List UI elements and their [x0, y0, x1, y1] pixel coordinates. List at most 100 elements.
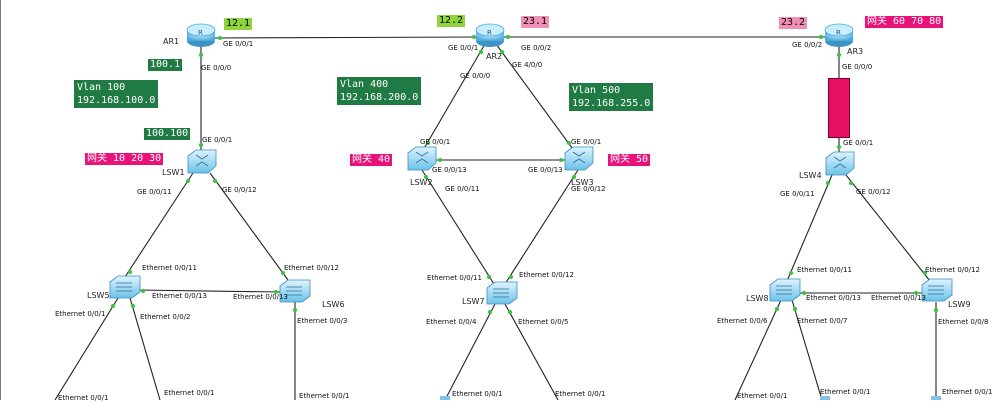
device-label-lsw8: LSW8 [746, 294, 769, 303]
pc-icon [440, 396, 450, 400]
pc-icon [820, 396, 830, 400]
port-label: Ethernet 0/0/12 [925, 266, 980, 274]
port-label: GE 0/0/13 [432, 166, 467, 174]
ip-tag-12-2: 12.2 [437, 15, 466, 27]
device-label-lsw6: LSW6 [322, 300, 345, 309]
switch-icon [407, 146, 437, 171]
ip-tag-100-1: 100.1 [148, 59, 183, 71]
port-label: GE 0/0/0 [460, 72, 491, 80]
device-label-lsw7: LSW7 [462, 297, 485, 306]
link-lsw7-pc-d [444, 303, 496, 400]
port-label: GE 0/0/1 [223, 40, 254, 48]
port-dot [218, 36, 222, 40]
vlan-400-box: Vlan 400 192.168.200.0 [337, 77, 422, 105]
link-lsw5-pc-a [54, 297, 119, 400]
port-label: GE 0/0/1 [448, 44, 479, 52]
switch-lsw3[interactable] [564, 146, 594, 171]
port-dot [488, 310, 492, 314]
port-label: Ethernet 0/0/2 [140, 313, 191, 321]
switch-lsw6[interactable] [279, 279, 311, 303]
router-ar2[interactable]: R [475, 23, 505, 47]
port-dot [826, 181, 830, 185]
switch-icon [825, 151, 855, 176]
vlan-100-name: Vlan 100 [77, 82, 126, 93]
port-label: GE 0/0/2 [521, 44, 552, 52]
port-dot [819, 35, 823, 39]
port-label: GE 0/0/11 [137, 188, 172, 196]
port-dot [500, 50, 504, 54]
vlan-100-subnet: 192.168.100.0 [77, 95, 156, 106]
router-ar1[interactable]: R [186, 23, 216, 47]
ip-tag-12-1: 12.1 [224, 18, 253, 30]
vlan-500-box: Vlan 500 192.168.255.0 [569, 83, 654, 111]
port-label: GE 0/0/1 [202, 136, 233, 144]
port-label: GE 0/0/11 [780, 190, 815, 198]
port-label: GE 0/0/1 [571, 138, 602, 146]
port-dot [141, 289, 145, 293]
port-label: Ethernet 0/0/1 [555, 390, 606, 398]
link-ar1-ar2 [214, 36, 479, 39]
port-label: Ethernet 0/0/12 [284, 264, 339, 272]
port-dot [509, 275, 513, 279]
link-lsw8-pc-f [734, 299, 782, 400]
device-label-ar2: AR2 [486, 52, 503, 61]
port-label: Ethernet 0/0/12 [519, 271, 574, 279]
port-dot [559, 158, 563, 162]
switch-lsw1[interactable] [187, 149, 217, 174]
switch-lsw2[interactable] [407, 146, 437, 171]
port-label: GE 4/0/0 [512, 61, 543, 69]
window-left-border [0, 0, 1, 400]
port-dots [111, 35, 938, 314]
ip-tag-23-1: 23.1 [521, 16, 550, 28]
port-label: GE 0/0/1 [420, 138, 451, 146]
port-label: GE 0/0/11 [445, 185, 480, 193]
port-dot [199, 143, 203, 147]
port-dot [934, 308, 938, 312]
pc-icon [931, 396, 941, 400]
port-label: Ethernet 0/0/13 [233, 293, 288, 301]
gateway-tag-40: 网关 40 [350, 154, 393, 166]
switch-lsw7[interactable] [486, 281, 518, 305]
svg-text:R: R [487, 29, 492, 37]
port-dot [572, 175, 576, 179]
switch-icon [564, 146, 594, 171]
port-dot [837, 53, 841, 57]
port-dot [438, 158, 442, 162]
link-lsw5-pc-b [129, 297, 161, 400]
link-lsw5-lsw6 [136, 289, 282, 293]
switch-lsw9[interactable] [921, 278, 953, 302]
port-label: Ethernet 0/0/13 [806, 294, 861, 302]
link-lsw1-lsw5 [122, 172, 194, 281]
port-dot [293, 308, 297, 312]
port-dot [426, 141, 430, 145]
device-label-lsw1: LSW1 [162, 168, 185, 177]
port-dot [849, 181, 853, 185]
port-dot [131, 304, 135, 308]
port-label: GE 0/0/12 [571, 185, 606, 193]
router-ar3[interactable]: R [824, 23, 854, 47]
port-label: GE 0/0/2 [792, 41, 823, 49]
port-dot [567, 141, 571, 145]
device-label-lsw3: LSW3 [571, 178, 594, 187]
port-dot [775, 307, 779, 311]
port-label: Ethernet 0/0/4 [426, 318, 477, 326]
port-label: Ethernet 0/0/1 [820, 388, 871, 396]
port-label: GE 0/0/12 [856, 188, 891, 196]
links [54, 36, 937, 400]
switch-lsw8[interactable] [769, 278, 801, 302]
switch-lsw4[interactable] [825, 151, 855, 176]
port-label: Ethernet 0/0/1 [452, 390, 503, 398]
link-ar2-lsw3 [495, 43, 576, 153]
port-label: Ethernet 0/0/1 [299, 392, 350, 400]
port-label: Ethernet 0/0/3 [297, 317, 348, 325]
port-label: Ethernet 0/0/7 [797, 317, 848, 325]
port-label: Ethernet 0/0/1 [58, 394, 109, 402]
port-dot [923, 271, 927, 275]
link-lsw4-lsw9 [845, 174, 931, 282]
pc-icons [440, 396, 941, 400]
switch-lsw5[interactable] [109, 275, 141, 299]
port-dot [793, 307, 797, 311]
port-dot [281, 271, 285, 275]
link-lsw7-pc-e [504, 303, 559, 400]
